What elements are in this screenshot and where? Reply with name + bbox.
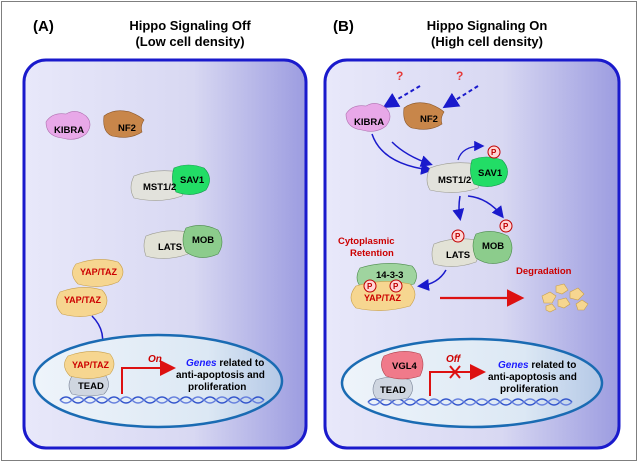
lats-mob-complex-a: LATS MOB <box>143 225 223 259</box>
genes-line2-a: anti-apoptosis and <box>176 370 265 381</box>
unknown-signal-2: ? <box>456 69 463 83</box>
off-label: Off <box>446 354 462 365</box>
lats-label-b: LATS <box>446 250 470 261</box>
genes-word-b: Genes <box>498 360 529 371</box>
mst-sav-complex-b: MST1/2 SAV1 <box>426 156 508 193</box>
yap-label-a2: YAP/TAZ <box>64 295 102 305</box>
lats-label: LATS <box>158 242 182 253</box>
panel-a-title-line1: Hippo Signaling Off <box>129 18 251 33</box>
mst-to-mob-arrow <box>467 195 504 219</box>
cytoplasmic-label: Cytoplasmic <box>338 236 395 247</box>
yap-taz-protein-a2: YAP/TAZ <box>56 287 108 317</box>
mst-label: MST1/2 <box>143 182 176 193</box>
dna-strand-b <box>367 398 573 406</box>
panel-a-label: (A) <box>33 18 54 35</box>
mst-sav-complex-a: MST1/2 SAV1 <box>130 164 210 201</box>
panel-a: KIBRA NF2 MST1/2 SAV1 LATS MOB YAP/TAZ <box>22 58 308 450</box>
p-label-sav: P <box>491 148 497 157</box>
degraded-fragments <box>541 283 589 313</box>
genes-line2-b: anti-apoptosis and <box>488 372 577 383</box>
panel-b-label: (B) <box>333 18 354 35</box>
kibra-label-b: KIBRA <box>354 117 384 128</box>
panel-a-title-line2: (Low cell density) <box>135 34 245 49</box>
genes-word-a: Genes <box>186 358 217 369</box>
mst-label-b: MST1/2 <box>438 175 471 186</box>
vgl4-tead-complex: VGL4 TEAD <box>372 351 424 401</box>
nucleus-yap-label-a: YAP/TAZ <box>72 360 110 370</box>
phospho-yap-2: P <box>389 279 403 293</box>
nf2-to-mst-arrow <box>391 141 433 167</box>
tead-label-a: TEAD <box>78 381 104 392</box>
sav-label: SAV1 <box>180 175 205 186</box>
panel-b-title-line1: Hippo Signaling On <box>426 18 548 33</box>
genes-line1-b: Genes related to <box>498 360 576 371</box>
nf2-protein-a: NF2 <box>103 110 145 138</box>
dna-strand-a <box>59 396 265 404</box>
kibra-protein-b: KIBRA <box>345 103 391 132</box>
retention-label: Retention <box>350 248 394 259</box>
p-label-yap2: P <box>393 282 399 291</box>
mob-label: MOB <box>192 235 214 246</box>
genes-rest-b: related to <box>529 360 577 371</box>
panel-b-title-line2: (High cell density) <box>431 34 543 49</box>
lats-to-yap-arrow <box>417 269 447 291</box>
phospho-lats: P <box>451 229 465 243</box>
mob-label-b: MOB <box>482 241 504 252</box>
phospho-yap-1: P <box>363 279 377 293</box>
protein-14-3-3-label: 14-3-3 <box>376 270 403 281</box>
p-label-lats: P <box>455 232 461 241</box>
kibra-to-mst-arrow <box>371 133 433 175</box>
p-label-yap1: P <box>367 282 373 291</box>
panel-b-title: Hippo Signaling On (High cell density) <box>412 18 562 50</box>
nf2-label: NF2 <box>118 123 136 134</box>
genes-line3-b: proliferation <box>500 384 558 395</box>
nf2-label-b: NF2 <box>420 114 438 125</box>
yap-label-a1: YAP/TAZ <box>80 267 118 277</box>
upstream-arrow-2 <box>442 85 479 109</box>
on-label: On <box>148 354 162 365</box>
mst-to-lats-arrow <box>452 195 465 221</box>
p-label-mob: P <box>503 222 509 231</box>
kibra-protein-a: KIBRA <box>45 111 91 140</box>
yap-14-3-3-complex: 14-3-3 YAP/TAZ <box>350 263 417 311</box>
genes-line1-a: Genes related to <box>186 358 264 369</box>
nf2-protein-b: NF2 <box>403 102 445 130</box>
transcription-off-arrow <box>429 364 486 396</box>
mst-to-sav-phospho-arrow <box>457 140 485 161</box>
phospho-mob: P <box>499 219 513 233</box>
yap-label-b: YAP/TAZ <box>364 293 402 303</box>
degradation-label: Degradation <box>516 266 572 277</box>
genes-rest-a: related to <box>217 358 265 369</box>
yap-taz-protein-a1: YAP/TAZ <box>72 259 124 287</box>
sav-label-b: SAV1 <box>478 168 503 179</box>
unknown-signal-1: ? <box>396 69 403 83</box>
blocked-x-mark <box>449 365 461 379</box>
lats-mob-complex-b: LATS MOB <box>431 231 513 267</box>
vgl4-label: VGL4 <box>392 361 418 372</box>
genes-line3-a: proliferation <box>188 382 246 393</box>
panel-a-title: Hippo Signaling Off (Low cell density) <box>115 18 265 50</box>
tead-yap-complex-a: YAP/TAZ TEAD <box>64 351 115 397</box>
tead-label-b: TEAD <box>380 385 406 396</box>
kibra-label: KIBRA <box>54 125 84 136</box>
transcription-on-arrow <box>121 360 176 394</box>
phospho-sav: P <box>487 145 501 159</box>
panel-b: ? ? KIBRA NF2 MST1/2 SAV1 P <box>323 58 621 450</box>
